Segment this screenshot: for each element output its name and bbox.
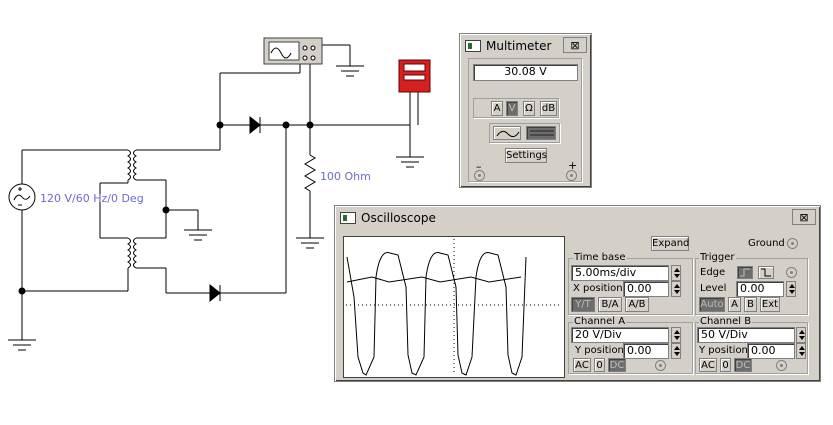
edge-label: Edge <box>700 267 726 278</box>
channel-a-y-position-label: Y position <box>575 345 624 356</box>
close-icon[interactable]: ⊠ <box>563 37 587 53</box>
resistor-icon <box>304 154 316 192</box>
channel-b-y-position-spinner[interactable] <box>796 343 806 359</box>
oscilloscope-window[interactable]: Oscilloscope ⊠ Expand Ground Time base 5… <box>334 205 821 382</box>
channel-a-scale-field[interactable]: 20 V/Div <box>571 327 669 343</box>
plus-terminal-label: + <box>568 159 578 172</box>
mode-button-decibel[interactable]: dB <box>540 101 557 116</box>
signal-group <box>489 123 560 143</box>
ac-source-icon[interactable] <box>8 183 36 211</box>
multimeter-display: 30.08 V <box>473 64 578 81</box>
channel-b-ac-button[interactable]: AC <box>699 358 717 372</box>
auto-trigger-button[interactable]: Auto <box>699 297 725 312</box>
multimeter-titlebar[interactable]: Multimeter ⊠ <box>462 36 589 56</box>
ground-icon <box>8 339 36 351</box>
ba-mode-button[interactable]: B/A <box>598 297 622 312</box>
channel-a-ac-button[interactable]: AC <box>573 358 591 372</box>
channel-a-terminal[interactable] <box>655 360 666 371</box>
x-position-spinner[interactable] <box>671 281 681 297</box>
oscilloscope-screen <box>343 236 565 378</box>
trigger-group <box>695 258 808 315</box>
multimeter-title: Multimeter <box>486 39 552 53</box>
ground-icon <box>336 65 364 77</box>
channel-b-y-position-label: Y position <box>699 345 748 356</box>
channel-a-dc-button[interactable]: DC <box>608 358 626 372</box>
rising-edge-icon <box>740 268 750 277</box>
expand-button[interactable]: Expand <box>651 236 690 251</box>
trigger-ext-button[interactable]: Ext <box>760 297 780 312</box>
time-base-field[interactable]: 5.00ms/div <box>571 265 669 281</box>
time-base-group <box>568 258 693 315</box>
x-position-field[interactable]: 0.00 <box>623 281 669 297</box>
multimeter-window[interactable]: Multimeter ⊠ 30.08 V A V Ω dB Settings –… <box>459 33 592 188</box>
channel-b-terminal[interactable] <box>776 360 787 371</box>
channel-b-y-position-field[interactable]: 0.00 <box>747 343 795 359</box>
resistor-label: 100 Ohm <box>320 170 371 183</box>
time-base-spinner[interactable] <box>671 265 681 281</box>
ac-wave-icon <box>496 130 520 138</box>
channel-b-dc-button[interactable]: DC <box>734 358 752 372</box>
ground-icon <box>396 156 424 168</box>
channel-a-scale-spinner[interactable] <box>671 327 681 343</box>
trigger-title: Trigger <box>699 252 736 263</box>
rising-edge-button[interactable] <box>737 266 753 279</box>
source-label: 120 V/60 Hz/0 Deg <box>40 192 144 205</box>
multimeter-panel <box>468 58 582 182</box>
channel-a-trace <box>346 252 527 376</box>
level-field[interactable]: 0.00 <box>736 281 784 297</box>
yt-mode-button[interactable]: Y/T <box>571 297 595 312</box>
mode-button-ammeter[interactable]: A <box>491 101 503 116</box>
channel-a-y-position-field[interactable]: 0.00 <box>623 343 669 359</box>
channel-b-scale-field[interactable]: 50 V/Div <box>697 327 795 343</box>
channel-a-group <box>568 322 693 374</box>
diode-upper-icon <box>249 115 261 135</box>
ground-icon <box>184 229 212 241</box>
channel-b-zero-button[interactable]: 0 <box>720 358 731 372</box>
minus-terminal-label: – <box>476 160 482 173</box>
x-position-label: X position <box>573 283 623 294</box>
ground-icon <box>296 237 324 249</box>
channel-a-title: Channel A <box>573 316 627 327</box>
channel-a-y-position-spinner[interactable] <box>671 343 681 359</box>
trigger-a-button[interactable]: A <box>728 297 741 312</box>
oscilloscope-titlebar[interactable]: Oscilloscope ⊠ <box>337 208 818 228</box>
level-spinner[interactable] <box>786 281 796 297</box>
multimeter-instrument-icon[interactable] <box>398 59 431 93</box>
channel-b-title: Channel B <box>699 316 753 327</box>
ground-terminal[interactable] <box>787 238 798 249</box>
transformer-lower-icon <box>127 237 137 269</box>
trigger-b-button[interactable]: B <box>744 297 757 312</box>
window-icon <box>465 40 481 52</box>
falling-edge-button[interactable] <box>758 266 774 279</box>
ac-signal-button[interactable] <box>493 126 521 140</box>
level-label: Level <box>700 283 727 294</box>
close-icon[interactable]: ⊠ <box>792 209 816 225</box>
dc-line-icon <box>530 130 554 136</box>
time-base-title: Time base <box>573 252 627 263</box>
transformer-upper-icon <box>127 149 137 183</box>
ground-label: Ground <box>748 238 785 249</box>
ab-mode-button[interactable]: A/B <box>625 297 649 312</box>
diode-lower-icon <box>209 283 221 303</box>
dc-signal-button[interactable] <box>526 126 556 140</box>
channel-b-trace <box>346 276 522 283</box>
trigger-ext-terminal[interactable] <box>786 267 797 278</box>
falling-edge-icon <box>761 268 771 277</box>
mode-button-voltmeter[interactable]: V <box>506 101 518 116</box>
channel-a-zero-button[interactable]: 0 <box>594 358 605 372</box>
window-icon <box>340 212 356 224</box>
plus-terminal[interactable] <box>566 170 577 181</box>
mode-button-ohmmeter[interactable]: Ω <box>523 101 535 116</box>
mode-group <box>473 98 559 118</box>
settings-button[interactable]: Settings <box>505 148 548 163</box>
oscilloscope-title: Oscilloscope <box>361 211 436 225</box>
channel-b-scale-spinner[interactable] <box>796 327 806 343</box>
minus-terminal[interactable] <box>474 170 485 181</box>
oscilloscope-instrument-icon[interactable] <box>263 37 323 65</box>
